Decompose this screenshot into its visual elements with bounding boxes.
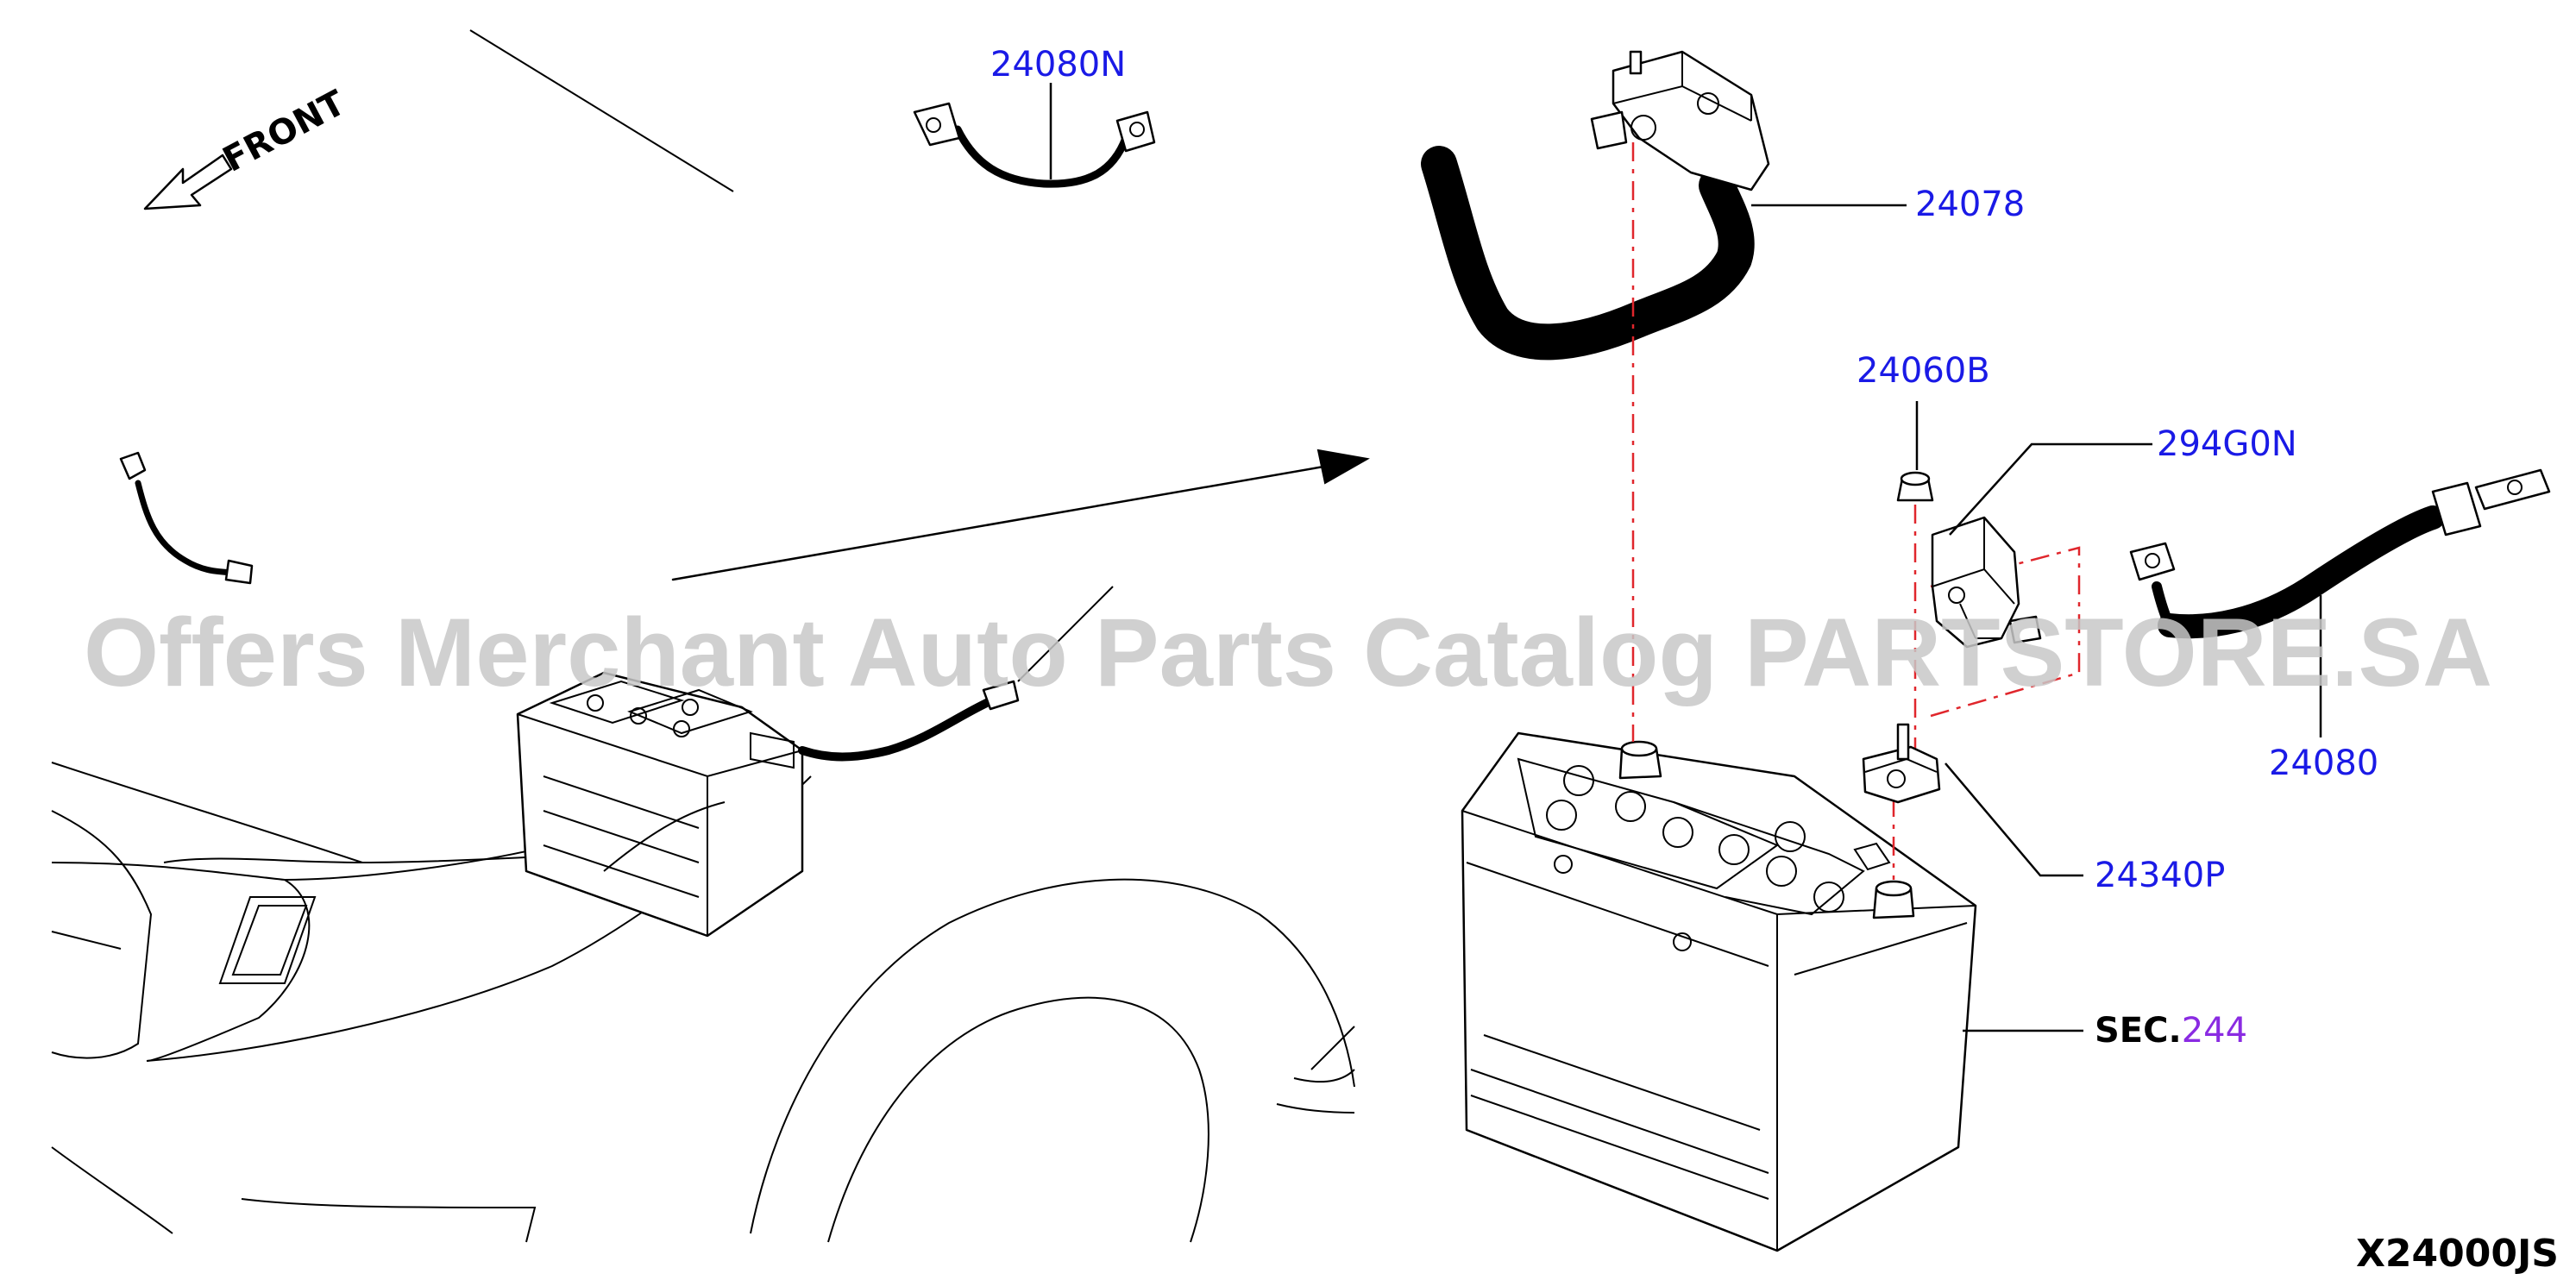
leader-24340P [1945,762,2083,877]
callout-24078[interactable]: 24078 [1915,185,2025,224]
battery-detail [1461,731,1977,1252]
callout-24340P[interactable]: 24340P [2095,856,2225,895]
callout-24080[interactable]: 24080 [2269,744,2378,783]
section-reference[interactable]: SEC.244 [2095,1011,2247,1051]
part-24080-cable [2129,468,2551,639]
part-24060B-nut [1896,471,1934,502]
callout-24080N[interactable]: 24080N [990,45,1126,85]
watermark-text: Offers Merchant Auto Parts Catalog PARTS… [84,599,2492,706]
battery-overview [516,586,1114,938]
callout-29460N[interactable]: 294G0N [2157,424,2297,464]
callout-24060B[interactable]: 24060B [1857,351,1990,391]
zoom-arrow [671,449,1370,581]
part-24080N-strap [913,102,1156,188]
section-prefix: SEC. [2095,1011,2182,1051]
part-24078-cable [1421,50,1770,361]
leader-29460N [1949,442,2152,536]
front-arrow-icon [143,154,233,210]
diagram-id: X24000JS [2356,1232,2559,1276]
section-number[interactable]: 244 [2182,1011,2247,1051]
part-29460N-bracket [1931,516,2042,649]
front-label: FRONT [217,83,352,180]
part-24340P-terminal [1862,723,1941,804]
ground-strap-small [119,451,254,585]
